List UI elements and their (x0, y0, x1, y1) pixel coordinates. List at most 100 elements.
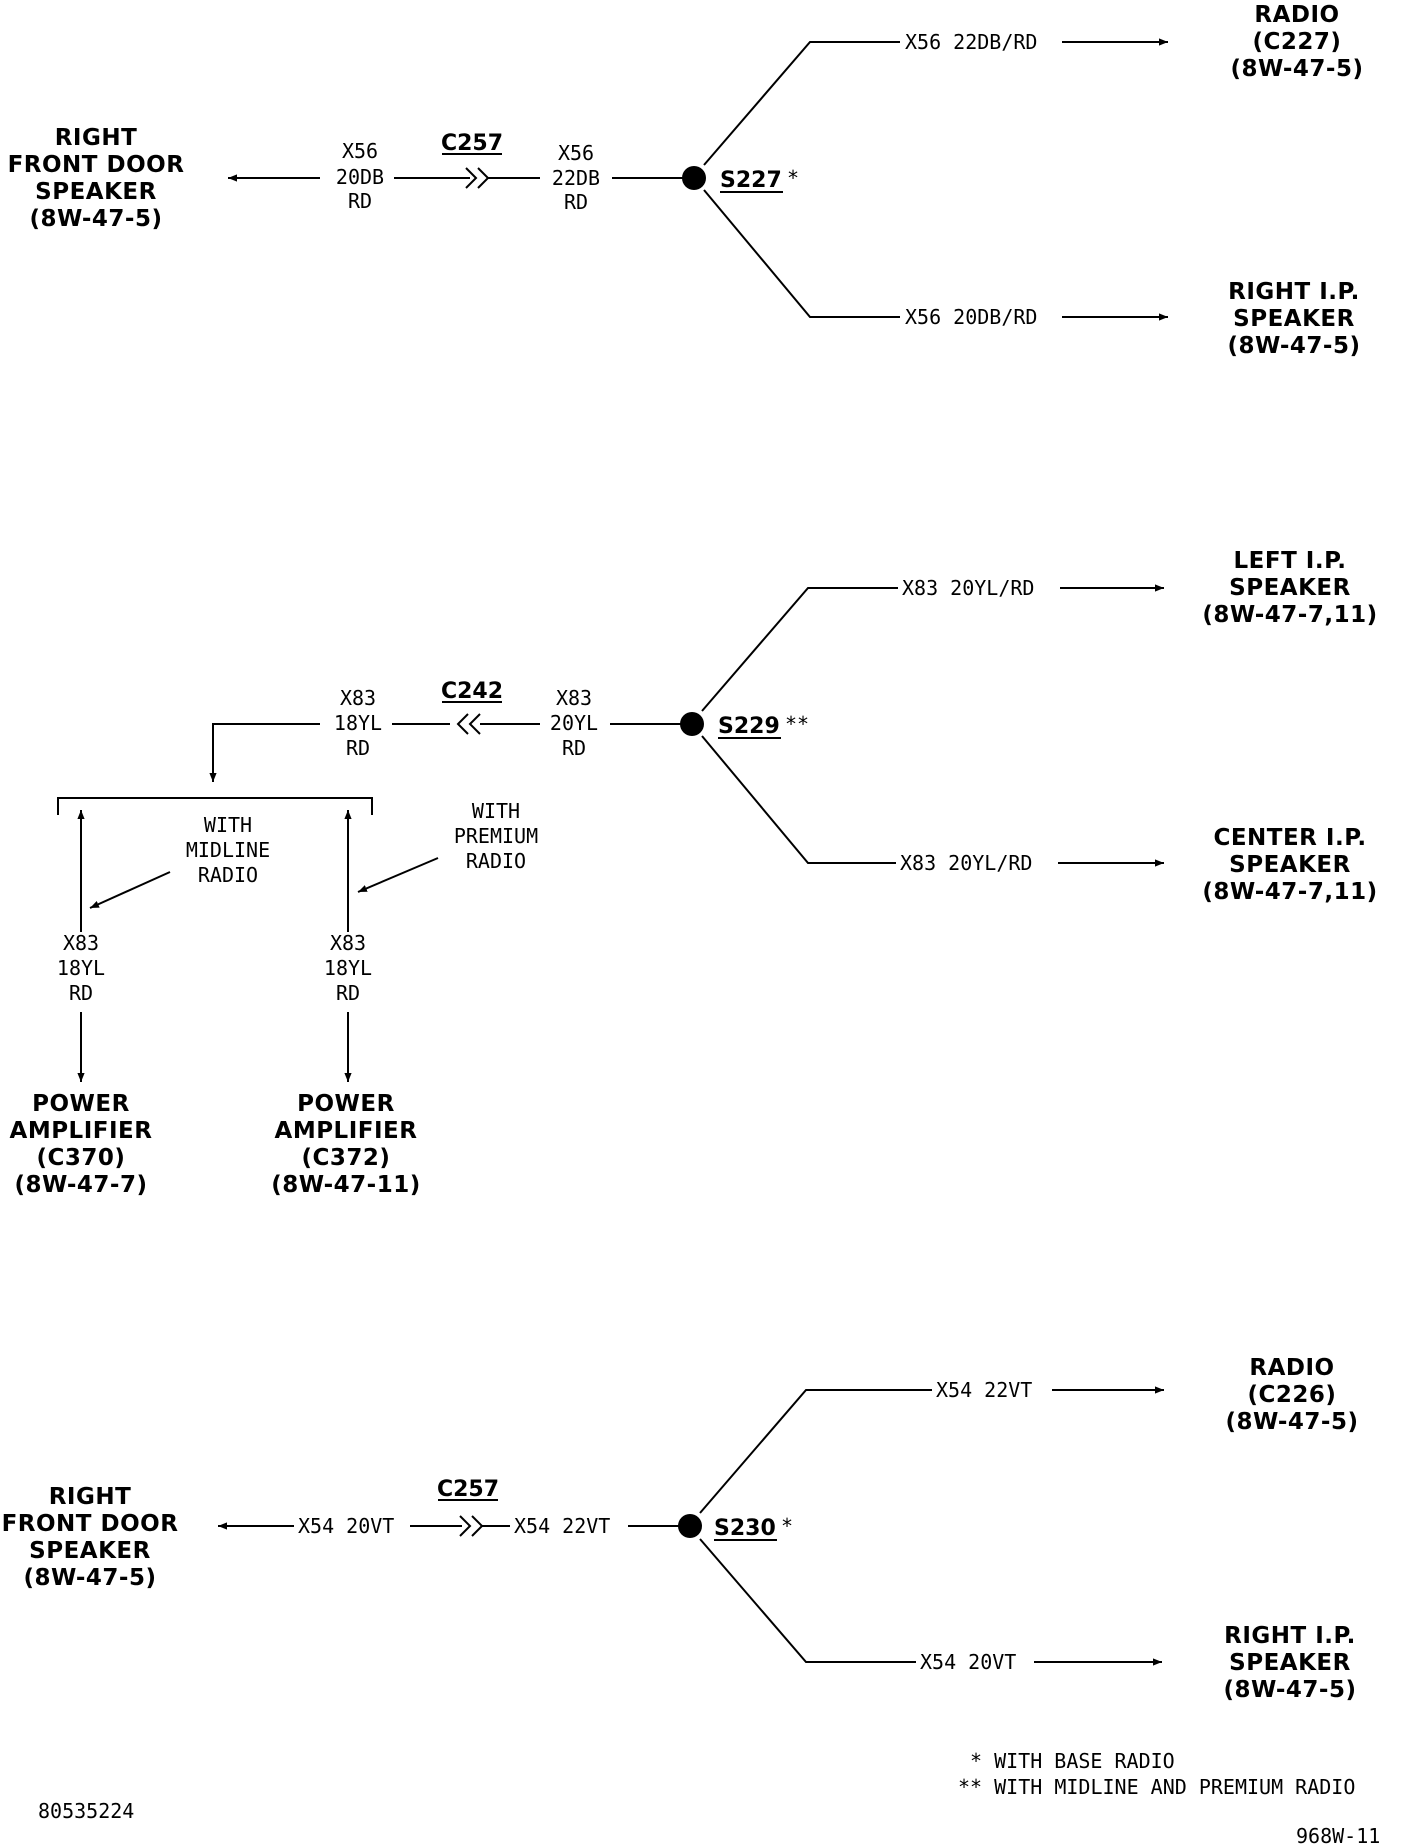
wire-label-x54-20vt: X54 20VT (298, 1514, 394, 1538)
svg-text:RD: RD (562, 736, 586, 760)
wire-label-x54-20vt-lower: X54 20VT (920, 1650, 1016, 1674)
wire-label-x54-22vt-upper: X54 22VT (936, 1378, 1032, 1402)
svg-text:POWER: POWER (32, 1091, 130, 1117)
svg-text:20YL: 20YL (550, 711, 598, 735)
svg-text:20DB: 20DB (336, 165, 384, 189)
svg-text:MIDLINE: MIDLINE (186, 838, 270, 862)
wire-label-x54-22vt: X54 22VT (514, 1514, 610, 1538)
note-with-premium-radio: WITH PREMIUM RADIO (454, 799, 538, 873)
splice-s230-mark: * (781, 1514, 793, 1538)
connector-c242-label: C242 (441, 679, 503, 704)
svg-text:RIGHT I.P.: RIGHT I.P. (1228, 279, 1360, 305)
svg-text:RADIO: RADIO (466, 849, 526, 873)
svg-text:SPEAKER: SPEAKER (29, 1538, 151, 1564)
svg-text:CENTER I.P.: CENTER I.P. (1213, 825, 1366, 851)
wire-label-x83-18yl-rd-branch-b: X83 18YL RD (324, 931, 372, 1005)
svg-text:(C372): (C372) (302, 1145, 391, 1171)
wire-label-x56-20db-rd: X56 20DB RD (336, 139, 384, 213)
document-code: 80535224 (38, 1799, 134, 1823)
branch-upper-s227 (703, 41, 900, 166)
svg-text:X83: X83 (340, 686, 376, 710)
svg-text:RD: RD (348, 189, 372, 213)
connector-c242-symbol (456, 713, 481, 735)
splice-s227-label: S227 (720, 168, 782, 193)
wire-label-x83-20yl-rd-lower: X83 20YL/RD (900, 851, 1032, 875)
svg-text:RADIO: RADIO (1249, 1355, 1334, 1381)
wire-label-x83-20yl-rd: X83 20YL RD (550, 686, 598, 760)
connector-c257-label-2: C257 (437, 1477, 499, 1502)
branch-upper-s230 (699, 1389, 932, 1514)
svg-text:WITH: WITH (204, 813, 252, 837)
svg-text:18YL: 18YL (334, 711, 382, 735)
svg-text:AMPLIFIER: AMPLIFIER (10, 1118, 153, 1144)
wire-label-x83-20yl-rd-upper: X83 20YL/RD (902, 576, 1034, 600)
connector-c257-symbol-2 (459, 1515, 484, 1537)
svg-text:LEFT I.P.: LEFT I.P. (1234, 548, 1347, 574)
circuit-s227: RIGHT FRONT DOOR SPEAKER (8W-47-5) X56 2… (8, 2, 1364, 359)
svg-text:SPEAKER: SPEAKER (1229, 1650, 1351, 1676)
wire-label-x56-22db-rd: X56 22DB RD (552, 141, 600, 214)
legend-midline-premium-radio: ** WITH MIDLINE AND PREMIUM RADIO (958, 1775, 1355, 1799)
legend-base-radio: * WITH BASE RADIO (970, 1749, 1175, 1773)
connector-c257-label: C257 (441, 131, 503, 156)
svg-text:(8W-47-5): (8W-47-5) (24, 1565, 157, 1591)
note-pointer-midline (89, 871, 171, 909)
circuit-s229: X83 18YL RD C242 X83 20YL RD S229 ** X83… (10, 548, 1378, 1198)
circuit-s230: RIGHT FRONT DOOR SPEAKER (8W-47-5) X54 2… (2, 1355, 1359, 1703)
svg-text:SPEAKER: SPEAKER (1229, 852, 1351, 878)
svg-text:RD: RD (336, 981, 360, 1005)
svg-text:22DB: 22DB (552, 166, 600, 190)
svg-text:FRONT DOOR: FRONT DOOR (2, 1511, 179, 1537)
svg-text:18YL: 18YL (57, 956, 105, 980)
svg-text:SPEAKER: SPEAKER (1229, 575, 1351, 601)
svg-text:(8W-47-5): (8W-47-5) (1231, 56, 1364, 82)
splice-s229-mark: ** (785, 712, 809, 736)
svg-text:RIGHT: RIGHT (55, 125, 138, 151)
svg-text:PREMIUM: PREMIUM (454, 824, 538, 848)
splice-s229-label: S229 (718, 714, 780, 739)
right-front-door-speaker-label: RIGHT FRONT DOOR SPEAKER (8W-47-5) (8, 125, 185, 232)
svg-text:RD: RD (346, 736, 370, 760)
power-amplifier-c372-label: POWER AMPLIFIER (C372) (8W-47-11) (271, 1091, 420, 1198)
note-with-midline-radio: WITH MIDLINE RADIO (186, 813, 270, 887)
legend: * WITH BASE RADIO ** WITH MIDLINE AND PR… (958, 1749, 1355, 1799)
wire-label-x83-18yl-rd-branch-a: X83 18YL RD (57, 931, 105, 1005)
splice-s230-dot (678, 1514, 702, 1538)
right-ip-speaker-label-2: RIGHT I.P. SPEAKER (8W-47-5) (1224, 1623, 1356, 1703)
svg-text:X83: X83 (556, 686, 592, 710)
svg-text:X83: X83 (63, 931, 99, 955)
svg-text:(8W-47-7): (8W-47-7) (15, 1172, 148, 1198)
radio-c226-label: RADIO (C226) (8W-47-5) (1226, 1355, 1359, 1435)
branch-lower-s230 (699, 1538, 916, 1663)
svg-text:(C370): (C370) (37, 1145, 126, 1171)
svg-text:SPEAKER: SPEAKER (35, 179, 157, 205)
radio-c227-label: RADIO (C227) (8W-47-5) (1231, 2, 1364, 82)
svg-text:RD: RD (69, 981, 93, 1005)
svg-text:RADIO: RADIO (198, 863, 258, 887)
note-pointer-premium (357, 857, 439, 893)
svg-text:X83: X83 (330, 931, 366, 955)
svg-text:(8W-47-11): (8W-47-11) (271, 1172, 420, 1198)
branch-lower-s229 (701, 735, 896, 864)
branch-lower-s227 (703, 189, 900, 318)
svg-text:(C227): (C227) (1253, 29, 1342, 55)
wire-to-amplifier-bracket (209, 723, 320, 782)
svg-text:POWER: POWER (297, 1091, 395, 1117)
svg-text:18YL: 18YL (324, 956, 372, 980)
svg-text:RIGHT I.P.: RIGHT I.P. (1224, 1623, 1356, 1649)
svg-text:(8W-47-5): (8W-47-5) (1228, 333, 1361, 359)
splice-s227-dot (682, 166, 706, 190)
wire-label-x56-20db-rd-lower: X56 20DB/RD (905, 305, 1037, 329)
power-amplifier-c370-label: POWER AMPLIFIER (C370) (8W-47-7) (10, 1091, 153, 1198)
splice-s227-mark: * (787, 166, 799, 190)
svg-text:(8W-47-7,11): (8W-47-7,11) (1202, 602, 1377, 628)
svg-text:RD: RD (564, 190, 588, 214)
svg-text:RADIO: RADIO (1254, 2, 1339, 28)
svg-text:(8W-47-5): (8W-47-5) (1226, 1409, 1359, 1435)
svg-text:SPEAKER: SPEAKER (1233, 306, 1355, 332)
svg-text:FRONT DOOR: FRONT DOOR (8, 152, 185, 178)
branch-upper-s229 (701, 587, 898, 712)
svg-text:(8W-47-7,11): (8W-47-7,11) (1202, 879, 1377, 905)
right-front-door-speaker-label-2: RIGHT FRONT DOOR SPEAKER (8W-47-5) (2, 1484, 179, 1591)
figure-code: 968W-11 (1296, 1824, 1380, 1846)
